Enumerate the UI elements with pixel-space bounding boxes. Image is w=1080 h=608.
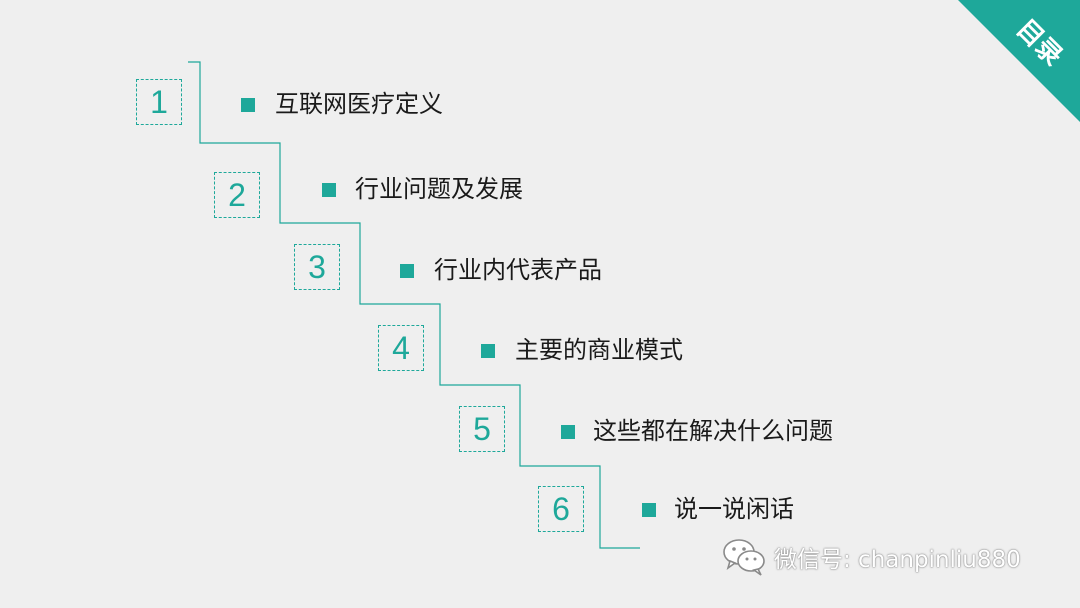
bullet-icon xyxy=(561,425,575,439)
corner-ribbon xyxy=(958,0,1080,122)
wechat-icon xyxy=(723,539,765,576)
bullet-icon xyxy=(322,183,336,197)
bullet-icon xyxy=(400,264,414,278)
step-number-3: 3 xyxy=(294,244,340,290)
step-number-4: 4 xyxy=(378,325,424,371)
step-number-2: 2 xyxy=(214,172,260,218)
menu-item-6[interactable]: 说一说闲话 xyxy=(674,495,794,523)
step-number-6: 6 xyxy=(538,486,584,532)
bullet-icon xyxy=(642,503,656,517)
step-number-5: 5 xyxy=(459,406,505,452)
watermark-text: 微信号: chanpinliu880 xyxy=(774,547,1021,573)
menu-item-1[interactable]: 互联网医疗定义 xyxy=(275,90,443,118)
menu-item-2[interactable]: 行业问题及发展 xyxy=(355,175,523,203)
menu-item-3[interactable]: 行业内代表产品 xyxy=(434,256,602,284)
watermark: 微信号: chanpinliu880 xyxy=(722,535,1021,579)
step-number-1: 1 xyxy=(136,79,182,125)
bullet-icon xyxy=(241,98,255,112)
menu-item-5[interactable]: 这些都在解决什么问题 xyxy=(593,417,833,445)
menu-item-4[interactable]: 主要的商业模式 xyxy=(515,336,683,364)
bullet-icon xyxy=(481,344,495,358)
